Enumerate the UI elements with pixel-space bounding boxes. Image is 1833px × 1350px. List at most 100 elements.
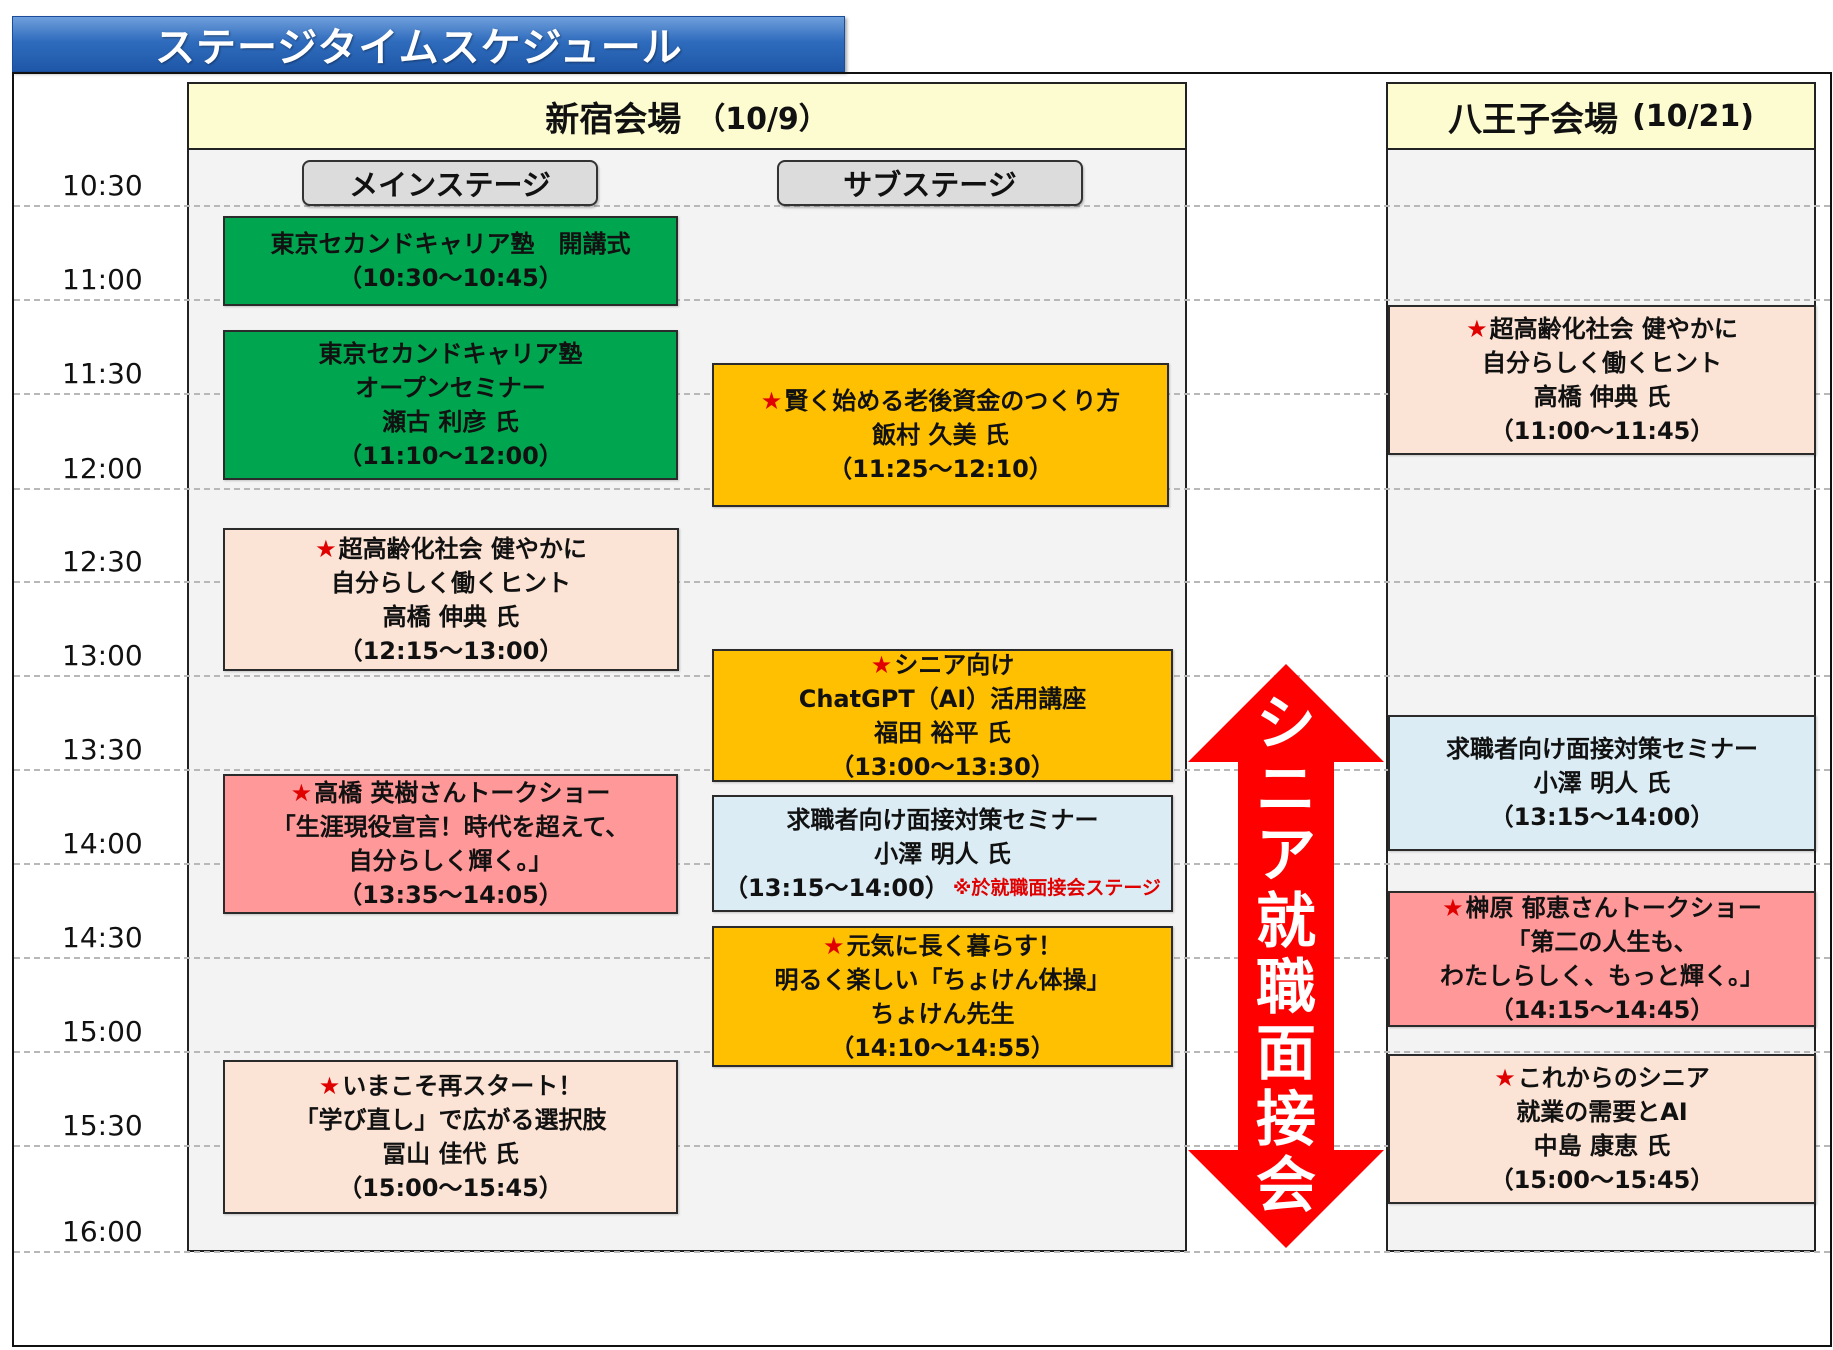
event-line: （14:15～14:45） [1490, 993, 1715, 1027]
event-text: （11:00～11:45） [1489, 417, 1715, 445]
event-text: 元気に長く暮らす！ [846, 931, 1063, 960]
event-text: 「第二の人生も、 [1506, 928, 1698, 956]
event-text: 求職者向け面接対策セミナー [786, 805, 1099, 834]
event-text: 超高齢化社会 健やかに [338, 534, 587, 563]
event-line: （11:10～12:00） [338, 439, 563, 473]
event-line: 瀬古 利彦 氏 [382, 405, 519, 439]
event-line: （10:30～10:45） [338, 261, 563, 295]
event-text: （15:00～15:45） [338, 1174, 563, 1202]
event-text: （15:00～15:45） [1489, 1166, 1715, 1194]
event-text: わたしらしく、もっと輝く。」 [1440, 962, 1764, 990]
interview-fair-char: 面 [1256, 1019, 1316, 1089]
event-line: 自分らしく働くヒント [1482, 346, 1722, 380]
event-line: 求職者向け面接対策セミナー [1446, 732, 1758, 766]
event-line: 小澤 明人 氏 [874, 837, 1011, 871]
event-line: （15:00～15:45） [338, 1171, 563, 1205]
time-label: 12:00 [62, 452, 143, 485]
event-line: （13:35～14:05） [338, 878, 563, 912]
event-text: 小澤 明人 氏 [874, 839, 1011, 868]
event-text: 「学び直し」で広がる選択肢 [294, 1106, 607, 1134]
event-line: （13:15～14:00） [1490, 800, 1715, 834]
event-line: 「第二の人生も、 [1506, 925, 1697, 959]
event-text: 「生涯現役宣言！時代を超えて、 [271, 813, 630, 841]
event-line: 自分らしく働くヒント [331, 566, 571, 600]
event-line: 「生涯現役宣言！時代を超えて、 [272, 810, 630, 844]
event-line: （12:15～13:00） [339, 634, 564, 668]
event-line: ★これからのシニア [1494, 1061, 1710, 1095]
event-note: ※於就職面接会ステージ [952, 876, 1161, 899]
grid-line [14, 1251, 1830, 1253]
time-label: 10:30 [62, 169, 143, 202]
event-line: （11:25～12:10） [828, 452, 1053, 486]
event-text: （11:25～12:10） [828, 455, 1053, 483]
interview-fair-char: 会 [1256, 1151, 1316, 1221]
double-arrow-icon [1188, 664, 1384, 1248]
event-text: 福田 裕平 氏 [874, 718, 1011, 747]
event-text: これからのシニア [1517, 1064, 1710, 1092]
time-label: 13:30 [62, 733, 143, 766]
event-text: 自分らしく働くヒント [331, 568, 571, 597]
grid-line [14, 205, 1830, 207]
star-icon: ★ [1494, 1064, 1516, 1092]
event-line: 福田 裕平 氏 [874, 716, 1011, 750]
event-box: ★元気に長く暮らす！明るく楽しい「ちょけん体操」ちょけん先生（14:10～14:… [712, 926, 1173, 1067]
event-box: ★高橋 英樹さんトークショー「生涯現役宣言！時代を超えて、自分らしく輝く。」（1… [223, 774, 678, 914]
event-line: （15:00～15:45） [1490, 1163, 1715, 1197]
hachioji-venue-date: (10/21) [1632, 98, 1754, 134]
event-text: （10:30～10:45） [338, 264, 563, 292]
event-line: （13:00～13:30） [830, 750, 1055, 784]
event-text: 高橋 伸典 氏 [382, 602, 520, 631]
star-icon: ★ [318, 1072, 341, 1100]
event-text: 飯村 久美 氏 [872, 421, 1009, 449]
event-text: （13:35～14:05） [338, 881, 563, 909]
event-text: ChatGPT（AI）活用講座 [798, 684, 1087, 713]
star-icon: ★ [1442, 894, 1464, 922]
event-line: 東京セカンドキャリア塾 [319, 337, 583, 371]
time-label: 15:30 [62, 1109, 143, 1142]
event-line: ★シニア向け [871, 648, 1015, 682]
event-line: 自分らしく輝く。」 [349, 844, 553, 878]
star-icon: ★ [315, 534, 337, 563]
event-line: 中島 康恵 氏 [1534, 1129, 1671, 1163]
event-text: シニア向け [894, 650, 1015, 679]
event-line: ChatGPT（AI）活用講座 [799, 682, 1087, 716]
event-box: ★賢く始める老後資金のつくり方飯村 久美 氏 （11:25～12:10） [712, 363, 1169, 507]
event-line: （13:15～14:00）※於就職面接会ステージ [724, 871, 1161, 905]
event-text: 東京セカンドキャリア塾 開講式 [270, 230, 631, 258]
event-text: （13:00～13:30） [830, 752, 1055, 781]
time-label: 15:00 [62, 1015, 143, 1048]
event-line: 高橋 伸典 氏 [383, 600, 520, 634]
event-line: ちょけん先生 [871, 997, 1015, 1031]
event-line: （11:00～11:45） [1490, 414, 1715, 448]
event-text: 就業の需要とAI [1516, 1098, 1688, 1126]
star-icon: ★ [760, 387, 783, 415]
event-line: ★超高齢化社会 健やかに [1466, 312, 1738, 346]
event-line: 明るく楽しい「ちょけん体操」 [775, 963, 1111, 997]
grid-line [14, 1145, 1830, 1147]
star-icon: ★ [1466, 315, 1488, 343]
hachioji-venue-header: 八王子会場 (10/21) [1386, 82, 1816, 150]
event-box: ★超高齢化社会 健やかに自分らしく働くヒント高橋 伸典 氏 （12:15～13:0… [223, 528, 679, 671]
event-text: 明るく楽しい「ちょけん体操」 [774, 965, 1111, 994]
event-text: 小澤 明人 氏 [1533, 769, 1671, 797]
event-line: （14:10～14:55） [830, 1031, 1055, 1065]
time-label: 14:30 [62, 921, 143, 954]
event-text: （13:15～14:00） [1489, 803, 1715, 831]
event-text: いまこそ再スタート！ [342, 1072, 583, 1100]
interview-fair-char: 接 [1256, 1085, 1316, 1155]
event-text: 瀬古 利彦 氏 [382, 408, 519, 436]
event-line: 「学び直し」で広がる選択肢 [295, 1103, 607, 1137]
event-line: ★賢く始める老後資金のつくり方 [761, 384, 1121, 418]
shinjuku-venue-date: （10/9） [695, 102, 829, 137]
event-text: 中島 康恵 氏 [1533, 1132, 1671, 1160]
interview-fair-char: 職 [1256, 953, 1316, 1023]
event-line: 冨山 佳代 氏 [382, 1137, 519, 1171]
time-label: 11:30 [62, 357, 143, 390]
event-text: 賢く始める老後資金のつくり方 [784, 387, 1121, 415]
event-line: ★元気に長く暮らす！ [823, 929, 1062, 963]
event-text: 高橋 英樹さんトークショー [314, 779, 611, 807]
event-line: 高橋 伸典 氏 [1534, 380, 1671, 414]
interview-fair-label: シニア就職面接会 [1241, 691, 1331, 1219]
event-line: 東京セカンドキャリア塾 開講式 [271, 227, 631, 261]
event-text: 自分らしく輝く。」 [348, 847, 553, 875]
